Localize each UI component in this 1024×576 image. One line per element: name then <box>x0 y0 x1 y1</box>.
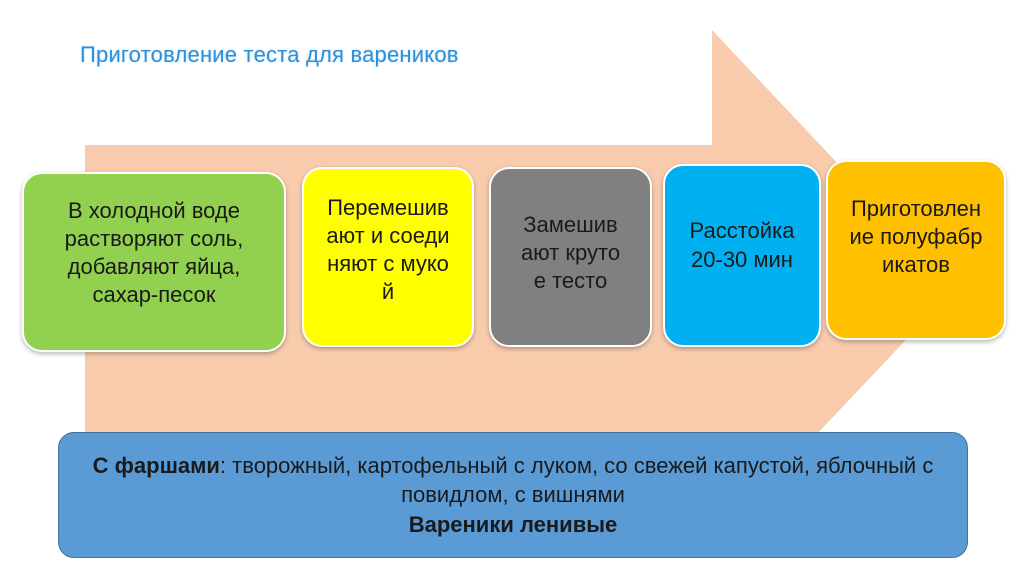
page-title: Приготовление теста для вареников <box>80 42 459 67</box>
lazy-dumplings-label: Вареники ленивые <box>408 511 618 537</box>
step-semi-finished-text: Приготовление полуфабрикатов <box>849 195 983 278</box>
step-semi-finished: Приготовление полуфабрикатов <box>826 160 1006 340</box>
step-dissolve-salt: В холодной воде растворяют соль, добавля… <box>22 172 286 352</box>
lazy-dumplings: Вареники ленивые <box>409 510 618 539</box>
step-mix-with-flour: Перемешивают и соединяют с мукой <box>302 167 474 347</box>
fillings-box: С фаршами: творожный, картофельный с лук… <box>58 432 968 558</box>
step-knead-dough: Замешивают крутое тесто <box>489 167 652 347</box>
fillings-label: С фаршами <box>92 453 220 479</box>
step-proofing: Расстойка 20-30 мин <box>663 164 821 347</box>
step-knead-dough-text: Замешивают крутое тесто <box>520 211 621 294</box>
step-mix-with-flour-text: Перемешивают и соединяют с мукой <box>326 194 450 305</box>
step-dissolve-salt-text: В холодной воде растворяют соль, добавля… <box>64 197 244 308</box>
step-proofing-text: Расстойка 20-30 мин <box>689 218 795 272</box>
fillings-text: : творожный, картофельный с луком, со св… <box>219 453 934 508</box>
fillings-line: С фаршами: творожный, картофельный с лук… <box>59 451 967 509</box>
